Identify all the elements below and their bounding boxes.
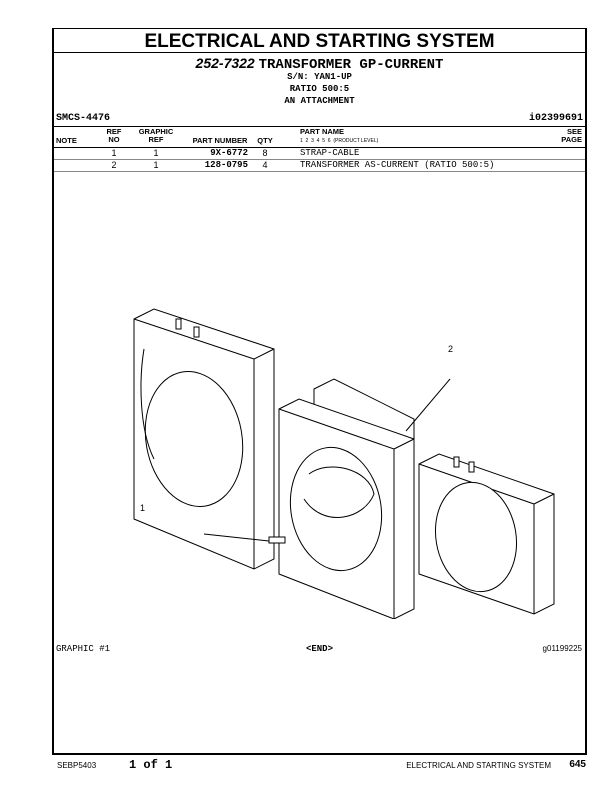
callout-2: 2 [448, 344, 454, 354]
serial-number: S/N: YAN1-UP [287, 72, 352, 82]
transformer-illustration [133, 308, 555, 619]
page-of: 1 of 1 [129, 758, 173, 772]
smcs-code: SMCS-4476 [56, 113, 111, 124]
end-label: <END> [305, 644, 333, 654]
leader-line [203, 533, 270, 542]
footer-section: ELECTRICAL AND STARTING SYSTEM [406, 761, 551, 770]
part-number-link[interactable]: 9X-6772 [210, 148, 248, 158]
product-levels: 1 2 3 4 5 6 (PRODUCT LEVEL) [300, 138, 379, 144]
graphic-label: GRAPHIC #1 [56, 644, 111, 654]
leader-line [405, 378, 451, 432]
part-title: 252-7322 TRANSFORMER GP-CURRENT [54, 55, 585, 73]
divider [54, 147, 585, 148]
table-row: 1 1 9X-6772 8 STRAP-CABLE [111, 148, 360, 158]
page-frame: ELECTRICAL AND STARTING SYSTEM 252-7322 … [52, 28, 587, 755]
ratio: RATIO 500:5 [289, 84, 350, 94]
table-row: 2 1 128-0795 4 TRANSFORMER AS-CURRENT (R… [111, 160, 495, 170]
section-title: ELECTRICAL AND STARTING SYSTEM [144, 31, 495, 52]
transformer-right [418, 453, 555, 615]
transformer-center [268, 378, 415, 619]
doc-number: SEBP5403 [57, 761, 97, 770]
callout-1: 1 [140, 503, 146, 513]
col-part-name: PART NAME [300, 127, 345, 136]
col-part-number: PART NUMBER [192, 136, 248, 145]
part-number-link[interactable]: 128-0795 [204, 160, 248, 170]
divider [54, 52, 585, 53]
part-number-title: 252-7322 [195, 55, 255, 71]
divider [54, 126, 585, 127]
graphic-id: g01199225 [542, 644, 582, 653]
illustration-id: i02399691 [528, 113, 583, 124]
col-qty: QTY [257, 136, 273, 145]
part-desc-title: TRANSFORMER GP-CURRENT [258, 57, 444, 73]
col-note: NOTE [56, 136, 77, 145]
attachment: AN ATTACHMENT [284, 96, 355, 106]
transformer-left [133, 308, 275, 570]
page-number: 645 [569, 759, 586, 770]
